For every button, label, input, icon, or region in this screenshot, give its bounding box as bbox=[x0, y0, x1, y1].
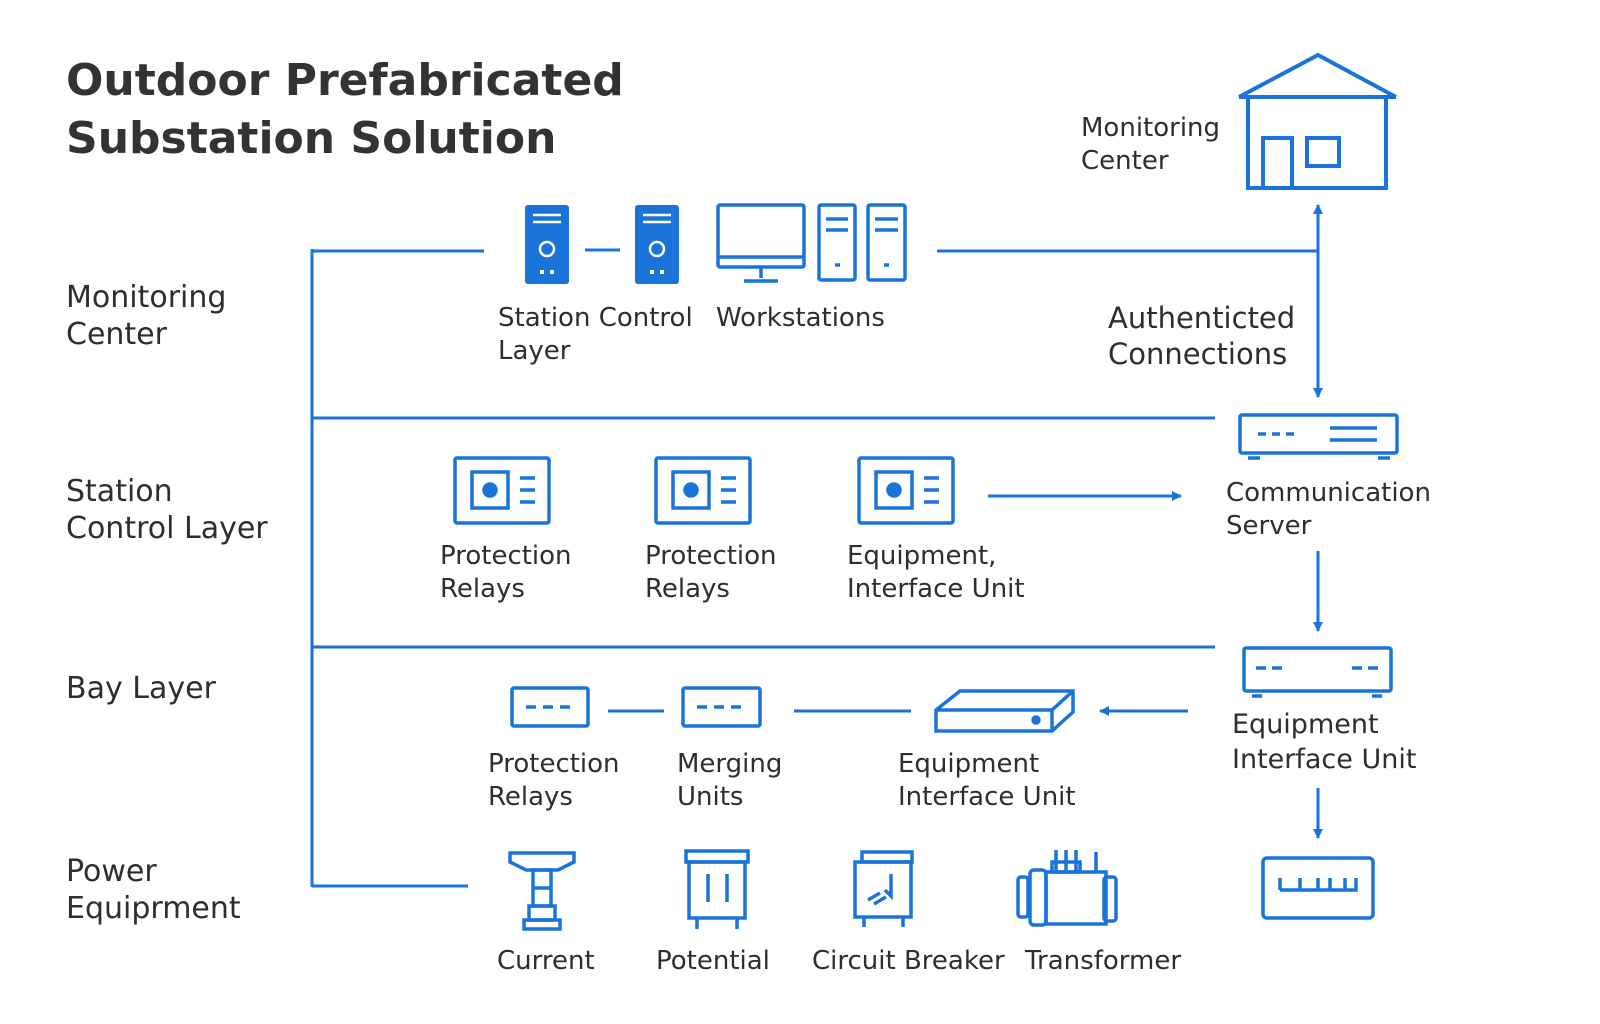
monitoring-center-label: Monitoring Center bbox=[1081, 112, 1220, 178]
relay-panel-icon bbox=[857, 456, 955, 525]
label-line: Center bbox=[1081, 146, 1169, 176]
power-item-label: Circuit Breaker bbox=[812, 946, 1005, 976]
layer-label-monitoring: Monitoring Center bbox=[66, 279, 226, 353]
house-icon bbox=[1238, 52, 1397, 190]
meter-panel-icon bbox=[1261, 856, 1375, 920]
layer-label-line: Power bbox=[66, 854, 157, 889]
bay-eiu-label: Equipment Interface Unit bbox=[1232, 707, 1416, 777]
label-line: Interface Unit bbox=[898, 782, 1076, 812]
layer-label-line: Center bbox=[66, 317, 167, 352]
device-box-icon bbox=[1242, 646, 1393, 698]
label-line: Relays bbox=[440, 574, 525, 604]
network-switch-icon bbox=[934, 689, 1075, 733]
label-line: Relays bbox=[488, 782, 573, 812]
label-line: Interface Unit bbox=[1232, 744, 1417, 775]
station-item-label: Protection Relays bbox=[440, 540, 572, 606]
bay-item-label: Protection Relays bbox=[488, 748, 620, 814]
bay-item-label: Equipment Interface Unit bbox=[898, 748, 1076, 814]
power-item-label: Transformer bbox=[1025, 946, 1182, 976]
layer-label-line: Equiprment bbox=[66, 891, 241, 926]
station-control-label: Station Control Layer bbox=[498, 302, 693, 368]
label-line: Communication bbox=[1226, 478, 1431, 508]
title-line-1: Outdoor Prefabricated bbox=[66, 55, 624, 106]
label-line: Units bbox=[677, 782, 744, 812]
current-transformer-icon bbox=[508, 851, 576, 931]
label-line: Equipment, bbox=[847, 541, 997, 571]
station-item-label: Protection Relays bbox=[645, 540, 777, 606]
layer-label-line: Station bbox=[66, 474, 173, 509]
power-transformer-icon bbox=[1016, 850, 1118, 927]
label-line: Protection bbox=[645, 541, 777, 571]
relay-panel-icon bbox=[453, 456, 551, 525]
circuit-breaker-icon bbox=[853, 850, 914, 927]
station-item-label: Equipment, Interface Unit bbox=[847, 540, 1025, 606]
label-line: Protection bbox=[440, 541, 572, 571]
auth-connections-label: Authenticted Connections bbox=[1108, 300, 1295, 372]
label-line: Merging bbox=[677, 749, 783, 779]
power-item-label: Potential bbox=[656, 946, 770, 976]
label-line: Protection bbox=[488, 749, 620, 779]
network-switch-icon bbox=[1238, 413, 1399, 460]
label-line: Interface Unit bbox=[847, 574, 1025, 604]
title-line-2: Substation Solution bbox=[66, 113, 557, 164]
label-line: Equipment bbox=[1232, 709, 1379, 740]
label-line: Server bbox=[1226, 511, 1312, 541]
relay-panel-icon bbox=[654, 456, 752, 525]
layer-label-station: Station Control Layer bbox=[66, 473, 268, 547]
bay-item-label: Merging Units bbox=[677, 748, 782, 814]
label-line: Relays bbox=[645, 574, 730, 604]
workstation-tower-icon bbox=[866, 203, 907, 282]
device-box-icon bbox=[510, 686, 590, 728]
layer-label-line: Bay Layer bbox=[66, 671, 216, 706]
label-line: Authenticted bbox=[1108, 301, 1296, 335]
layer-label-line: Monitoring bbox=[66, 280, 227, 315]
server-tower-icon bbox=[525, 205, 569, 284]
label-line: Monitoring bbox=[1081, 113, 1221, 143]
page-title: Outdoor Prefabricated Substation Solutio… bbox=[66, 52, 624, 168]
label-line: Equipment bbox=[898, 749, 1040, 779]
layer-label-line: Control Layer bbox=[66, 511, 268, 546]
power-item-label: Current bbox=[497, 946, 595, 976]
label-line: Layer bbox=[498, 336, 571, 366]
server-tower-icon bbox=[635, 205, 679, 284]
label-line: Connections bbox=[1108, 337, 1288, 371]
label-line: Station Control bbox=[498, 303, 693, 333]
layer-label-power: Power Equiprment bbox=[66, 853, 241, 927]
layer-label-bay: Bay Layer bbox=[66, 670, 216, 707]
workstations-label: Workstations bbox=[716, 303, 885, 333]
monitor-icon bbox=[716, 203, 806, 283]
potential-transformer-icon bbox=[684, 849, 750, 929]
device-box-icon bbox=[681, 686, 762, 728]
workstation-tower-icon bbox=[817, 203, 857, 282]
comm-server-label: Communication Server bbox=[1226, 477, 1431, 543]
